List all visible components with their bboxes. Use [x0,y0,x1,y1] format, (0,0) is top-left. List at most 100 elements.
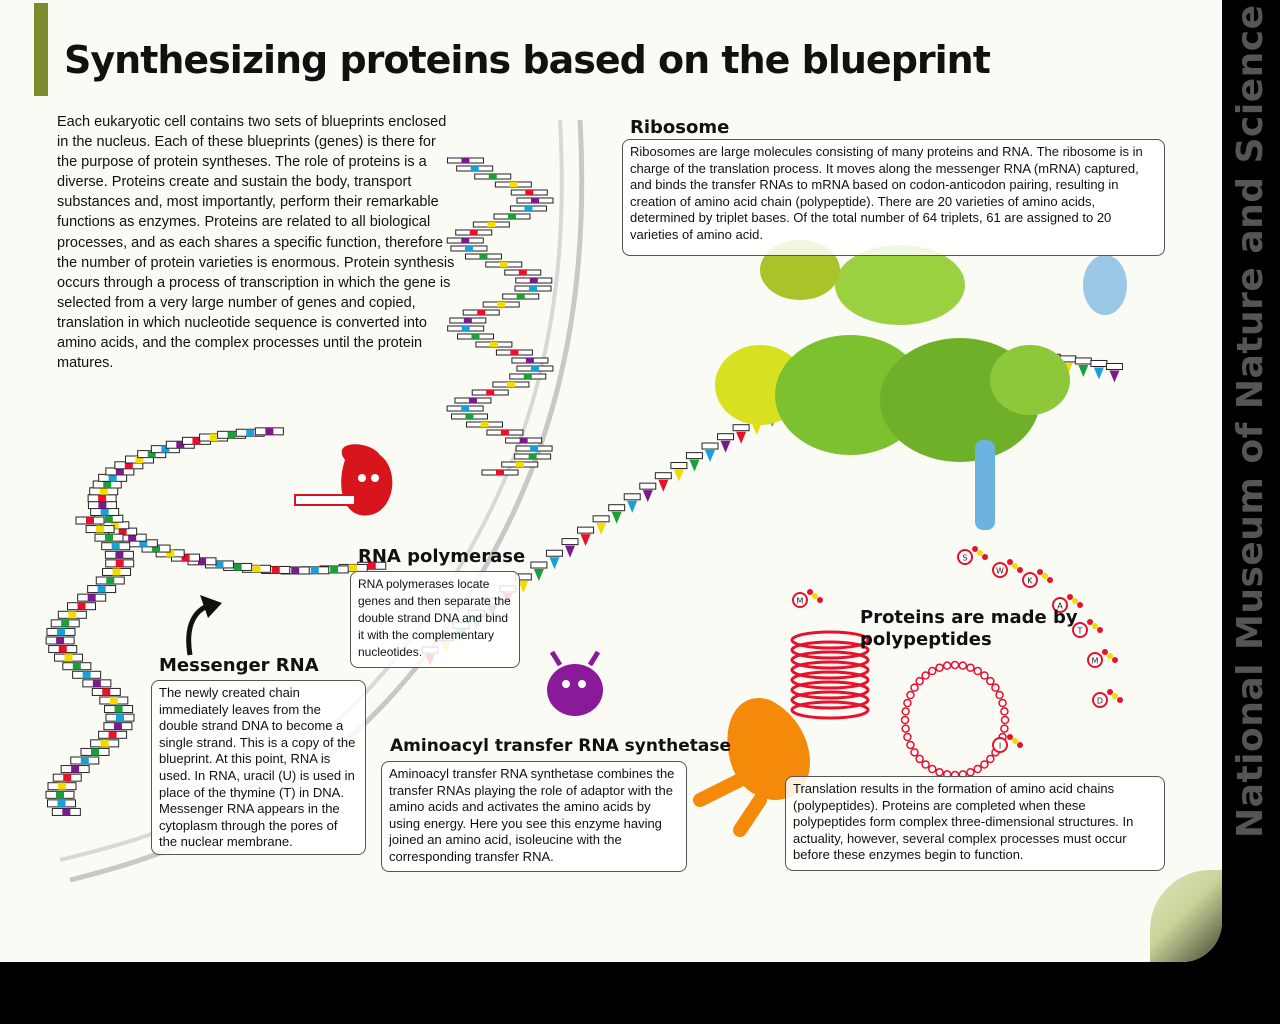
dna-base [471,334,480,339]
atom [982,554,988,560]
dna-base [104,515,113,523]
protein-enzyme-icon [693,698,810,837]
dna-base [271,566,280,574]
dna-base [487,222,496,227]
dna-base [519,438,528,443]
amino-bead [901,707,910,716]
mrna-nucleotide [701,442,719,450]
dna-base [488,174,497,179]
mrna-base [1109,370,1120,383]
amino-bead [973,764,982,774]
amino-acid-label: S [962,554,967,563]
dna-base [464,246,473,251]
amino-acid [792,592,808,608]
atom [1012,738,1018,744]
mrna-base [533,569,544,582]
dna-base [56,637,65,644]
dna-base [135,456,144,464]
dna-base [64,654,73,662]
dna-base [166,549,175,557]
mrna-nucleotide [1090,359,1108,367]
atom [1097,627,1103,633]
dna-base [496,470,504,475]
amino-bead [950,660,960,670]
dna-base [499,262,508,267]
atom [807,589,813,595]
atom [1107,653,1113,659]
dna-base [92,679,101,687]
mrna-nucleotide [654,472,672,480]
coil-turn [790,660,870,680]
dna-base [97,585,106,593]
dna-base [489,342,498,347]
amino-bead [966,663,975,672]
aminoacyl-description: Aminoacyl transfer RNA synthetase combin… [381,761,687,872]
amino-bead [906,740,915,750]
messenger-rna-heading: Messenger RNA [159,655,319,676]
atom [1087,619,1093,625]
coil-turn [790,650,870,670]
dna-base [61,619,70,627]
atom [1117,697,1123,703]
amino-bead [1000,724,1009,733]
dna-base [108,731,117,739]
amino-acid-label: D [1097,697,1103,706]
dna-base [209,434,218,442]
ribosome-description: Ribosomes are large molecules consisting… [622,139,1165,256]
dna-base [139,539,148,547]
dna-base [72,662,81,670]
amino-bead [906,690,915,700]
dna-base [461,238,470,243]
rna-polymerase-heading: RNA polymerase [358,546,526,567]
dna-base [500,430,509,435]
dna-double-helix [45,157,554,816]
dna-base [56,791,65,799]
mrna-base [565,545,575,558]
amino-acid-label: A [1057,602,1063,611]
dna-base [525,358,534,363]
intro-paragraph: Each eukaryotic cell contains two sets o… [57,114,455,372]
dna-base [99,487,108,495]
atom [1107,689,1113,695]
mrna-base [720,440,731,453]
atom [1042,573,1048,579]
mrna-base [611,511,622,524]
dna-base [128,534,137,542]
dna-base [465,414,474,419]
atom [1072,598,1078,604]
dna-base [100,739,109,747]
dna-base [58,645,67,653]
mrna-nucleotide [561,538,579,546]
atom [1047,577,1053,583]
messenger-rna-description: The newly created chain immediately leav… [151,680,366,855]
amino-acid [1052,597,1068,613]
mrna-nucleotide [717,433,735,441]
amino-bead [998,698,1007,708]
dna-base [516,294,525,299]
dna-base [463,318,472,323]
side-strip [1222,0,1280,962]
amino-bead [995,690,1004,700]
amino-bead [903,732,912,742]
dna-base [461,158,470,163]
coil-turn [790,680,870,700]
atom [812,593,818,599]
atom [817,597,823,603]
mrna-nucleotide [577,526,595,534]
atom [1067,594,1073,600]
mrna-base [518,580,529,593]
dna-base [197,557,206,565]
dna-base [111,542,120,550]
dna-base [96,525,105,533]
rna-polymerase-icon [294,444,393,516]
atom [977,550,983,556]
atom [1017,742,1023,748]
dna-base [147,450,156,458]
amino-bead [910,748,919,757]
atom [1092,623,1098,629]
mrna-base [705,450,715,463]
amino-bead [991,683,1000,692]
dna-base [477,310,486,315]
